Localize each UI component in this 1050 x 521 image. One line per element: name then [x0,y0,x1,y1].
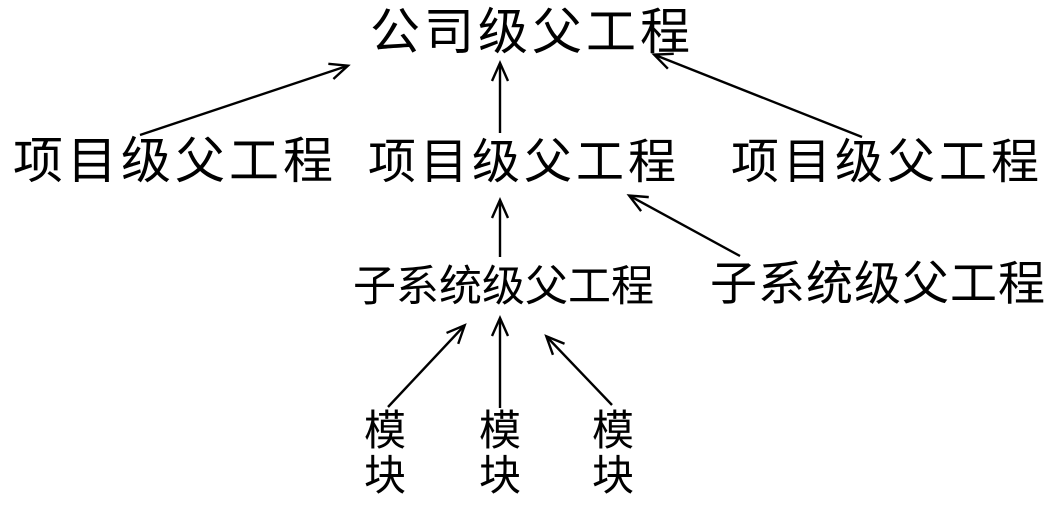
node-project-level-parent-project-center: 项目级父工程 [368,134,681,190]
node-subsystem-level-parent-project-left: 子系统级父工程 [353,262,654,312]
node-project-level-parent-project-right: 项目级父工程 [731,134,1044,190]
node-subsystem-level-parent-project-right: 子系统级父工程 [710,257,1046,312]
node-company-level-parent-project: 公司级父工程 [370,3,694,61]
node-module-3: 模块 [591,406,634,500]
arrow-module_3-to-subsystem_left [544,334,613,406]
arrow-project_left-to-company [139,62,351,137]
node-module-1: 模块 [363,406,406,500]
node-project-level-parent-project-left: 项目级父工程 [13,132,337,190]
node-module-2: 模块 [478,406,521,500]
arrow-module_1-to-subsystem_left [387,323,467,408]
arrow-project_right-to-company [651,52,863,139]
arrow-subsystem_right-to-project_center [626,194,741,258]
